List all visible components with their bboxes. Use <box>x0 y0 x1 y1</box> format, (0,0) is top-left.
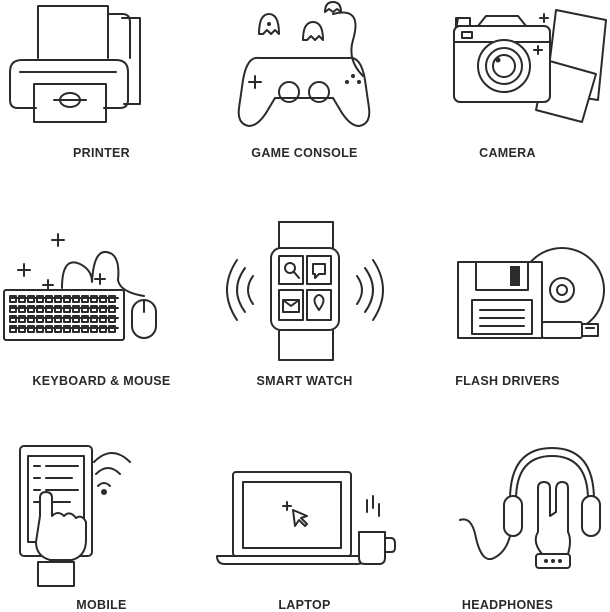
label-game-console: GAME CONSOLE <box>251 146 358 160</box>
label-flash-drivers: FLASH DRIVERS <box>455 374 560 388</box>
icon-tile-smart-watch: SMART WATCH <box>203 204 406 408</box>
keyboard-mouse-icon <box>3 233 157 341</box>
icon-tile-printer: PRINTER <box>0 0 203 204</box>
label-mobile: MOBILE <box>76 598 127 612</box>
label-headphones: HEADPHONES <box>461 598 554 612</box>
icon-tile-game-console: GAME CONSOLE <box>203 0 406 204</box>
laptop-coffee-icon <box>216 471 396 565</box>
label-keyboard-mouse: KEYBOARD & MOUSE <box>32 374 171 388</box>
label-laptop: LAPTOP <box>278 598 331 612</box>
icon-tile-laptop: LAPTOP <box>203 408 406 612</box>
icon-tile-flash-drivers: FLASH DRIVERS <box>406 204 609 408</box>
label-printer: PRINTER <box>73 146 130 160</box>
label-smart-watch: SMART WATCH <box>256 374 353 388</box>
headphones-icon <box>459 447 601 569</box>
icon-tile-headphones: HEADPHONES <box>406 408 609 612</box>
icon-tile-camera: CAMERA <box>406 0 609 204</box>
label-camera: CAMERA <box>479 146 536 160</box>
icon-tile-mobile: MOBILE <box>0 408 203 612</box>
camera-icon <box>453 9 607 123</box>
floppy-disc-usb-icon <box>457 247 605 339</box>
icon-tile-keyboard-mouse: KEYBOARD & MOUSE <box>0 204 203 408</box>
game-controller-icon <box>237 1 371 127</box>
tablet-touch-icon <box>19 445 131 587</box>
printer-icon <box>9 5 141 123</box>
smart-watch-icon <box>226 221 384 361</box>
